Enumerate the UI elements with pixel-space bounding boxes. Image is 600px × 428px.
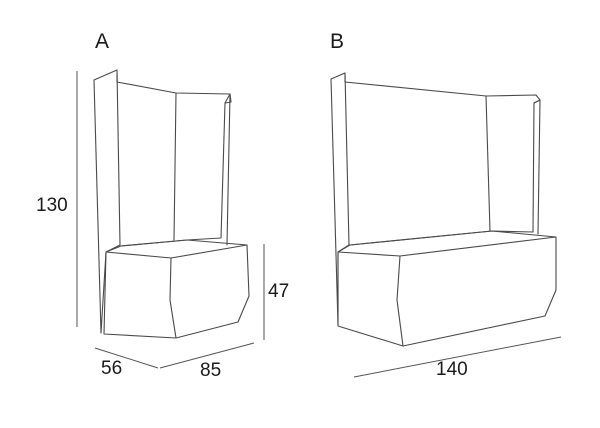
armchair-a-seat-top bbox=[105, 239, 248, 259]
dimension-a-seat-height-label: 47 bbox=[268, 281, 290, 302]
armchair-a-left-wing bbox=[93, 69, 121, 334]
dimension-a-width-line bbox=[159, 342, 255, 369]
sofa-b-right-wing bbox=[533, 99, 541, 235]
sofa-b-seat-front bbox=[396, 236, 557, 347]
view-b-label: B bbox=[330, 30, 345, 53]
sofa-b-back-fold bbox=[485, 95, 491, 232]
sofa-b-seat-top bbox=[337, 230, 557, 257]
armchair-a-right-wing bbox=[224, 93, 231, 246]
armchair-a-seat-front bbox=[169, 244, 250, 339]
dimension-a-height-label: 130 bbox=[36, 195, 68, 216]
view-a-label: A bbox=[95, 30, 110, 53]
sofa-b-seat-side bbox=[337, 251, 404, 347]
armchair-a-back bbox=[116, 72, 232, 247]
sofa-b-back bbox=[344, 72, 541, 246]
armchair-a-seat-side bbox=[103, 251, 177, 339]
dimension-b-width-line bbox=[353, 336, 562, 378]
sofa-b-left-wing bbox=[330, 72, 350, 326]
dimension-a-depth-label: 56 bbox=[101, 358, 123, 379]
dimension-b-width-label: 140 bbox=[436, 359, 468, 380]
dimension-a-width-label: 85 bbox=[200, 360, 222, 381]
dimension-a-depth-line bbox=[94, 347, 159, 369]
sofa-b-outline bbox=[330, 72, 557, 347]
armchair-a-outline bbox=[93, 69, 250, 339]
armchair-a-back-fold bbox=[173, 92, 177, 241]
